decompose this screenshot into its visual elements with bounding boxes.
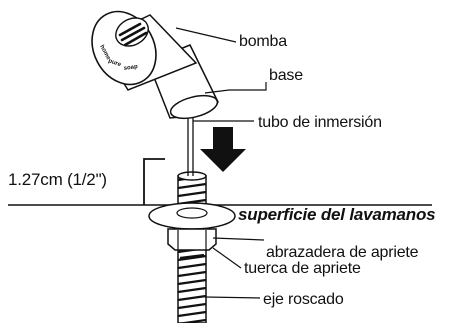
label-base: base [269,67,303,84]
label-nut: tuerca de apriete [244,260,361,277]
leader-lines [175,27,267,299]
down-arrow-icon [200,127,246,172]
clamp [148,202,236,230]
tightening-nut [167,228,217,251]
label-threaded-shank: eje roscado [263,291,344,308]
label-pump: bomba [239,33,287,50]
label-measurement: 1.27cm (1/2") [8,170,107,189]
shank-threads-lower [179,253,205,260]
svg-text:pure: pure [107,58,122,68]
pump-head: home pure soap [91,10,198,91]
label-dip-tube: tubo de inmersión [258,114,382,131]
measurement-bracket [143,158,165,205]
dip-tube [187,108,194,176]
label-sink-surface: superficie del lavamanos [238,205,436,224]
svg-text:soap: soap [123,64,138,72]
label-clamp: abrazadera de apriete [266,244,419,261]
